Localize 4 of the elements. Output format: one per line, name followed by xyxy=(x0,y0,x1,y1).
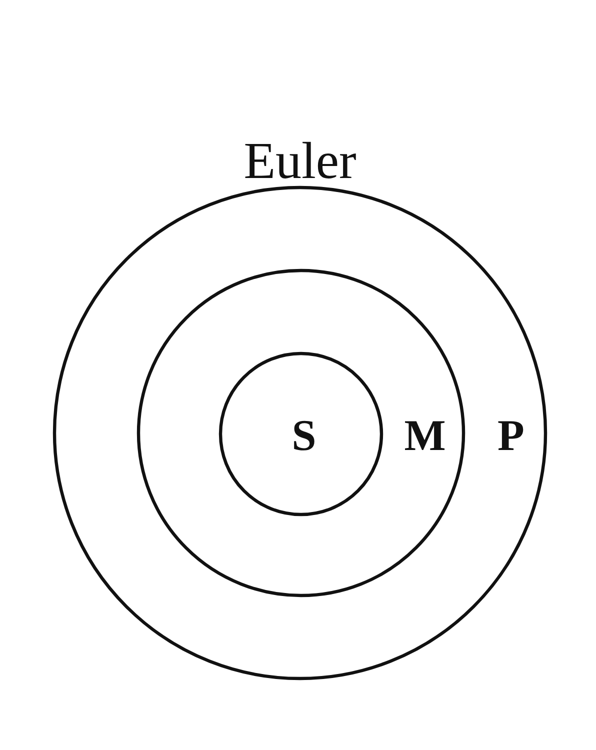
set-label: M xyxy=(404,414,446,458)
diagram-title: Euler xyxy=(244,136,356,188)
set-label: S xyxy=(292,414,316,458)
set-label: P xyxy=(498,414,524,458)
